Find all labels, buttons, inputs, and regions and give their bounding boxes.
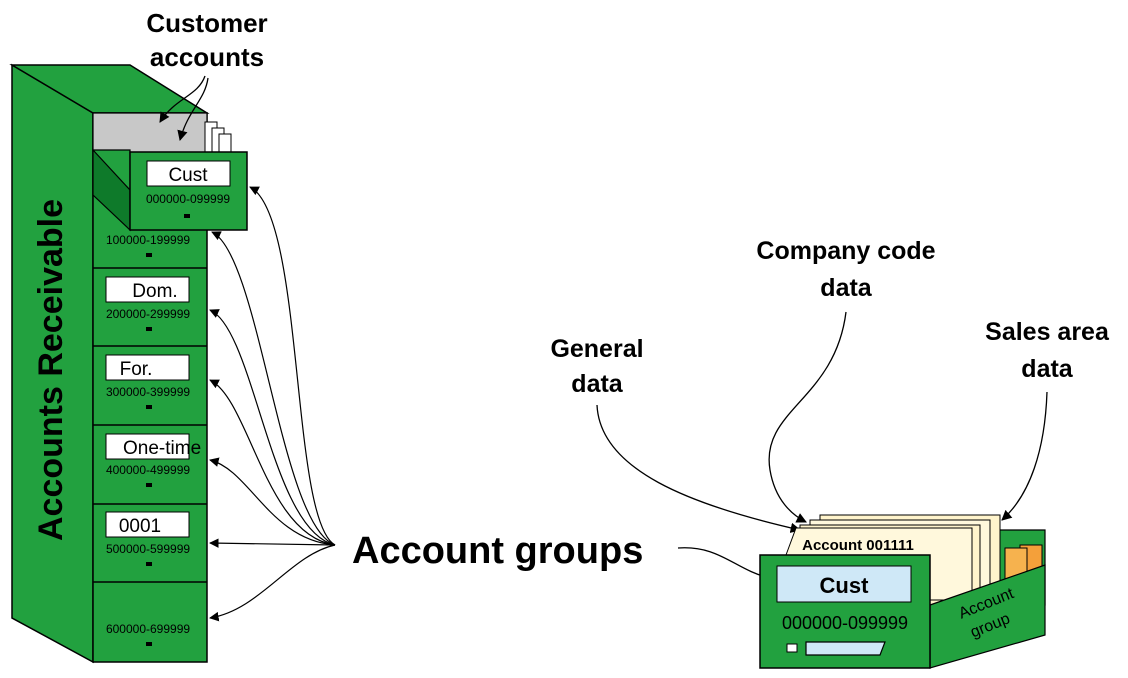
- drawer-range: 500000-599999: [106, 542, 190, 556]
- account-groups-group: Account groups: [209, 186, 643, 622]
- sales-area-arrow: [1001, 391, 1048, 521]
- folder-tab-label: Account 001111: [802, 537, 914, 554]
- drawer-label-box: [105, 433, 190, 460]
- drawer-handle: [146, 405, 152, 409]
- general-data-line2: data: [571, 370, 624, 398]
- account-group-arrow: [209, 309, 336, 546]
- box-front-label: Cust: [820, 573, 870, 598]
- account-group-arrow: [211, 231, 336, 546]
- open-drawer-label: Cust: [168, 165, 208, 186]
- account-group-arrow: [249, 186, 336, 546]
- drawer-label: For.: [120, 359, 153, 380]
- card-file-box: General data Company code data Sales are…: [550, 237, 1110, 669]
- box-front-label-box: [776, 565, 912, 603]
- customer-accounts-line1: Customer: [146, 8, 267, 38]
- drawer-label: One-time: [123, 438, 201, 459]
- callout-arrow: [177, 77, 209, 142]
- drawer-handle: [146, 562, 152, 566]
- callout-arrow: [159, 75, 206, 123]
- drawer-range: 200000-299999: [106, 307, 190, 321]
- drawer-label-box: [105, 276, 190, 303]
- company-code-arrow: [768, 311, 847, 523]
- drawer-handle: [146, 642, 152, 646]
- box-small-handle: [786, 643, 798, 653]
- drawer-range: 600000-699999: [106, 622, 190, 636]
- drawer-label: Dom.: [132, 281, 177, 302]
- box-pull-handle: [805, 641, 886, 656]
- account-group-arrow: [209, 538, 336, 548]
- drawer-handle: [146, 483, 152, 487]
- drawer-range: 100000-199999: [106, 233, 190, 247]
- general-data-arrow: [596, 404, 802, 533]
- box-front-range: 000000-099999: [782, 613, 908, 633]
- drawer-range: 300000-399999: [106, 385, 190, 399]
- drawer-handle: [146, 253, 152, 257]
- account-group-arrow: [209, 379, 336, 546]
- account-groups-to-box-arrow: [677, 547, 772, 581]
- account-group-arrow: [209, 457, 336, 546]
- customer-accounts-callout: Customer accounts: [146, 8, 268, 142]
- general-data-line1: General: [550, 335, 643, 363]
- account-groups-label: Account groups: [352, 530, 643, 572]
- company-code-data-line2: data: [820, 274, 873, 302]
- drawer-label-box: [105, 354, 190, 381]
- open-drawer-range: 000000-099999: [146, 192, 230, 206]
- drawer-handle: [146, 327, 152, 331]
- filing-cabinet: Cust 000000-099999 100000-199999 Dom. 20…: [9, 63, 248, 664]
- drawer-label: 0001: [119, 516, 161, 537]
- open-drawer-label-box: [146, 160, 231, 187]
- account-group-arrow: [209, 544, 336, 622]
- cabinet-side-title: Accounts Receivable: [32, 199, 70, 541]
- drawer-handle: [184, 214, 190, 218]
- sales-area-data-line1: Sales area: [985, 318, 1110, 346]
- drawer-label-box: [105, 511, 190, 538]
- company-code-data-line1: Company code: [756, 237, 935, 265]
- sales-area-data-line2: data: [1021, 355, 1074, 383]
- drawer-range: 400000-499999: [106, 463, 190, 477]
- customer-accounts-line2: accounts: [150, 42, 264, 72]
